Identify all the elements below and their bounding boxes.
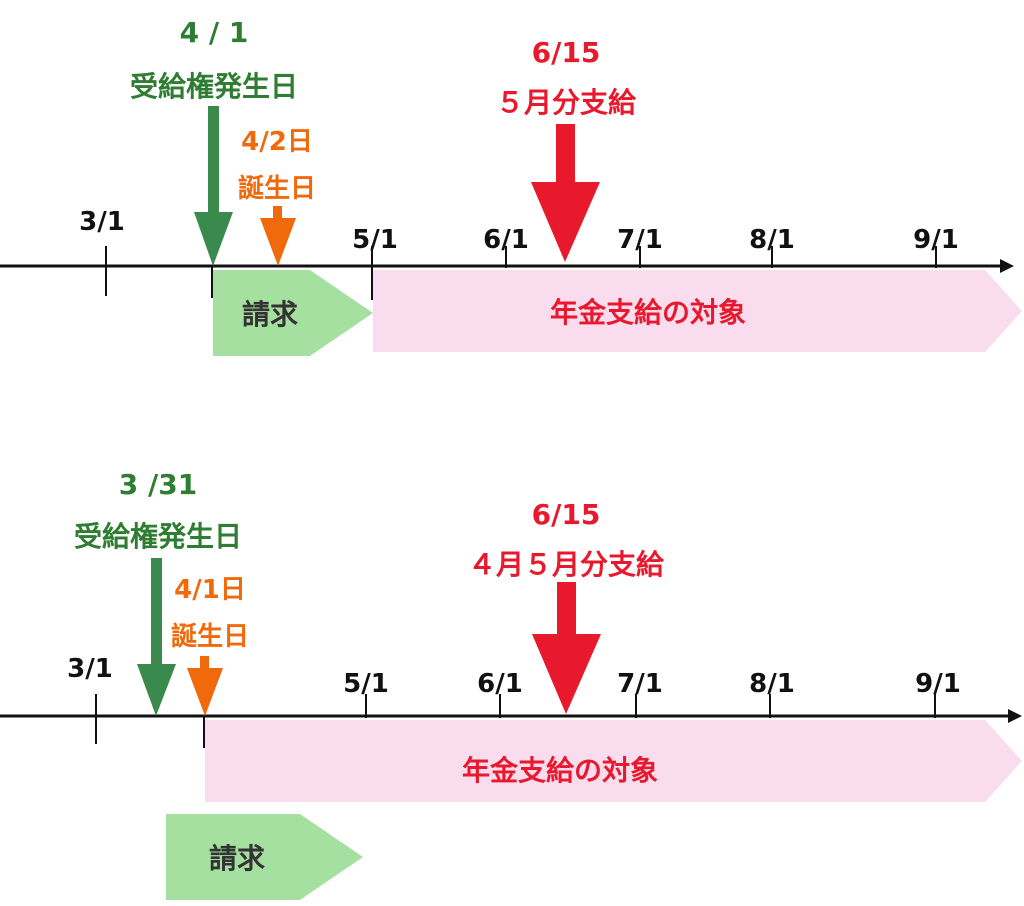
birthday-arrow-shaft-2 [200, 656, 209, 670]
birthday-date-2: 4/1日 [174, 575, 246, 605]
payment-arrow-shaft-1 [556, 124, 575, 186]
tick-label: 7/1 [617, 225, 663, 255]
payment-label-2: ４月５月分支給 [468, 548, 665, 581]
axis-arrowhead-1 [1000, 259, 1014, 273]
entitlement-arrow-icon [194, 212, 233, 266]
entitlement-arrow-icon [137, 664, 176, 716]
tick-label: 9/1 [915, 669, 961, 699]
tick-label: 9/1 [913, 225, 959, 255]
claim-label-1: 請求 [242, 298, 298, 331]
birthday-label-1: 誕生日 [238, 174, 316, 204]
birthday-arrow-shaft-1 [273, 206, 282, 220]
pension-label-1: 年金支給の対象 [550, 296, 746, 329]
payment-date-2: 6/15 [532, 498, 601, 531]
birthday-arrow-icon [260, 218, 296, 266]
tick-label: 8/1 [749, 669, 795, 699]
payment-label-1: ５月分支給 [496, 86, 637, 119]
claim-band-1 [213, 270, 373, 356]
birthday-arrow-icon [187, 668, 223, 716]
pension-band-2 [205, 720, 1022, 802]
timeline-1: 年金支給の対象 請求 3/1 5/1 6/1 7/1 8/1 9/1 4 / 1… [0, 16, 1022, 356]
entitlement-date-2: 3 /31 [119, 468, 197, 501]
tick-label: 3/1 [79, 207, 125, 237]
axis-arrowhead-2 [1008, 709, 1022, 723]
entitlement-label-2: 受給権発生日 [74, 520, 242, 553]
payment-arrow-icon [532, 634, 601, 714]
tick-label: 8/1 [749, 225, 795, 255]
pension-label-2: 年金支給の対象 [462, 754, 658, 787]
payment-date-1: 6/15 [532, 36, 601, 69]
timeline-2: 年金支給の対象 請求 3/1 5/1 6/1 7/1 8/1 9/1 3 /31… [0, 468, 1022, 900]
pension-band-1 [373, 270, 1022, 352]
entitlement-arrow-shaft-1 [208, 106, 219, 214]
tick-label: 7/1 [617, 669, 663, 699]
birthday-label-2: 誕生日 [171, 622, 249, 652]
entitlement-date-1: 4 / 1 [180, 16, 249, 49]
payment-arrow-shaft-2 [557, 582, 576, 638]
birthday-date-1: 4/2日 [241, 127, 313, 157]
tick-label: 5/1 [343, 669, 389, 699]
payment-arrow-icon [531, 182, 600, 262]
entitlement-arrow-shaft-2 [151, 558, 162, 666]
claim-label-2: 請求 [209, 842, 265, 875]
tick-label: 6/1 [483, 225, 529, 255]
tick-label: 3/1 [67, 654, 113, 684]
tick-label: 6/1 [477, 669, 523, 699]
claim-band-2 [166, 814, 363, 900]
tick-label: 5/1 [352, 225, 398, 255]
entitlement-label-1: 受給権発生日 [130, 70, 298, 103]
